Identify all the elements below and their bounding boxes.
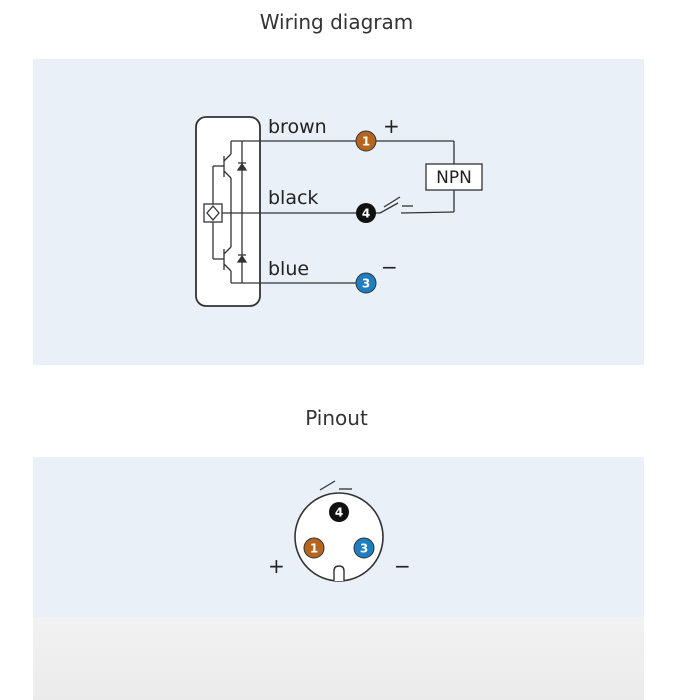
sensor-internal-circuit-icon bbox=[203, 140, 260, 284]
pinout-pin-1-number: 1 bbox=[310, 542, 318, 556]
wiring-pin-3-number: 3 bbox=[362, 277, 370, 291]
pinout-title: Pinout bbox=[305, 406, 368, 430]
wiring-pin-3: 3 bbox=[355, 272, 377, 294]
pinout-plus-sign: + bbox=[268, 554, 285, 578]
wiring-minus-sign: − bbox=[381, 255, 398, 279]
pinout-pin-1: 1 bbox=[303, 537, 325, 559]
wiring-pin-1: 1 bbox=[355, 130, 377, 152]
normally-open-switch-icon bbox=[383, 196, 413, 208]
pinout-switch-icon bbox=[319, 480, 352, 491]
npn-label: NPN bbox=[436, 168, 472, 188]
wiring-pin-4-number: 4 bbox=[362, 207, 370, 221]
wiring-plus-sign: + bbox=[383, 114, 400, 138]
wire-label-brown: brown bbox=[268, 116, 327, 138]
pinout-pin-4: 4 bbox=[329, 502, 349, 522]
wiring-diagram-title: Wiring diagram bbox=[259, 10, 414, 34]
connector-face bbox=[294, 492, 384, 582]
wire-label-black: black bbox=[268, 187, 318, 209]
wiring-pin-4: 4 bbox=[356, 203, 376, 223]
wiring-pin-1-number: 1 bbox=[362, 135, 370, 149]
pinout-pin-4-number: 4 bbox=[335, 506, 343, 520]
wire-label-blue: blue bbox=[268, 258, 309, 280]
footer-band bbox=[33, 617, 644, 700]
npn-load-box: NPN bbox=[425, 163, 483, 191]
pinout-minus-sign: − bbox=[394, 554, 411, 578]
pinout-pin-3: 3 bbox=[353, 537, 375, 559]
pinout-pin-3-number: 3 bbox=[360, 542, 368, 556]
wiring-diagram-panel bbox=[33, 59, 644, 365]
